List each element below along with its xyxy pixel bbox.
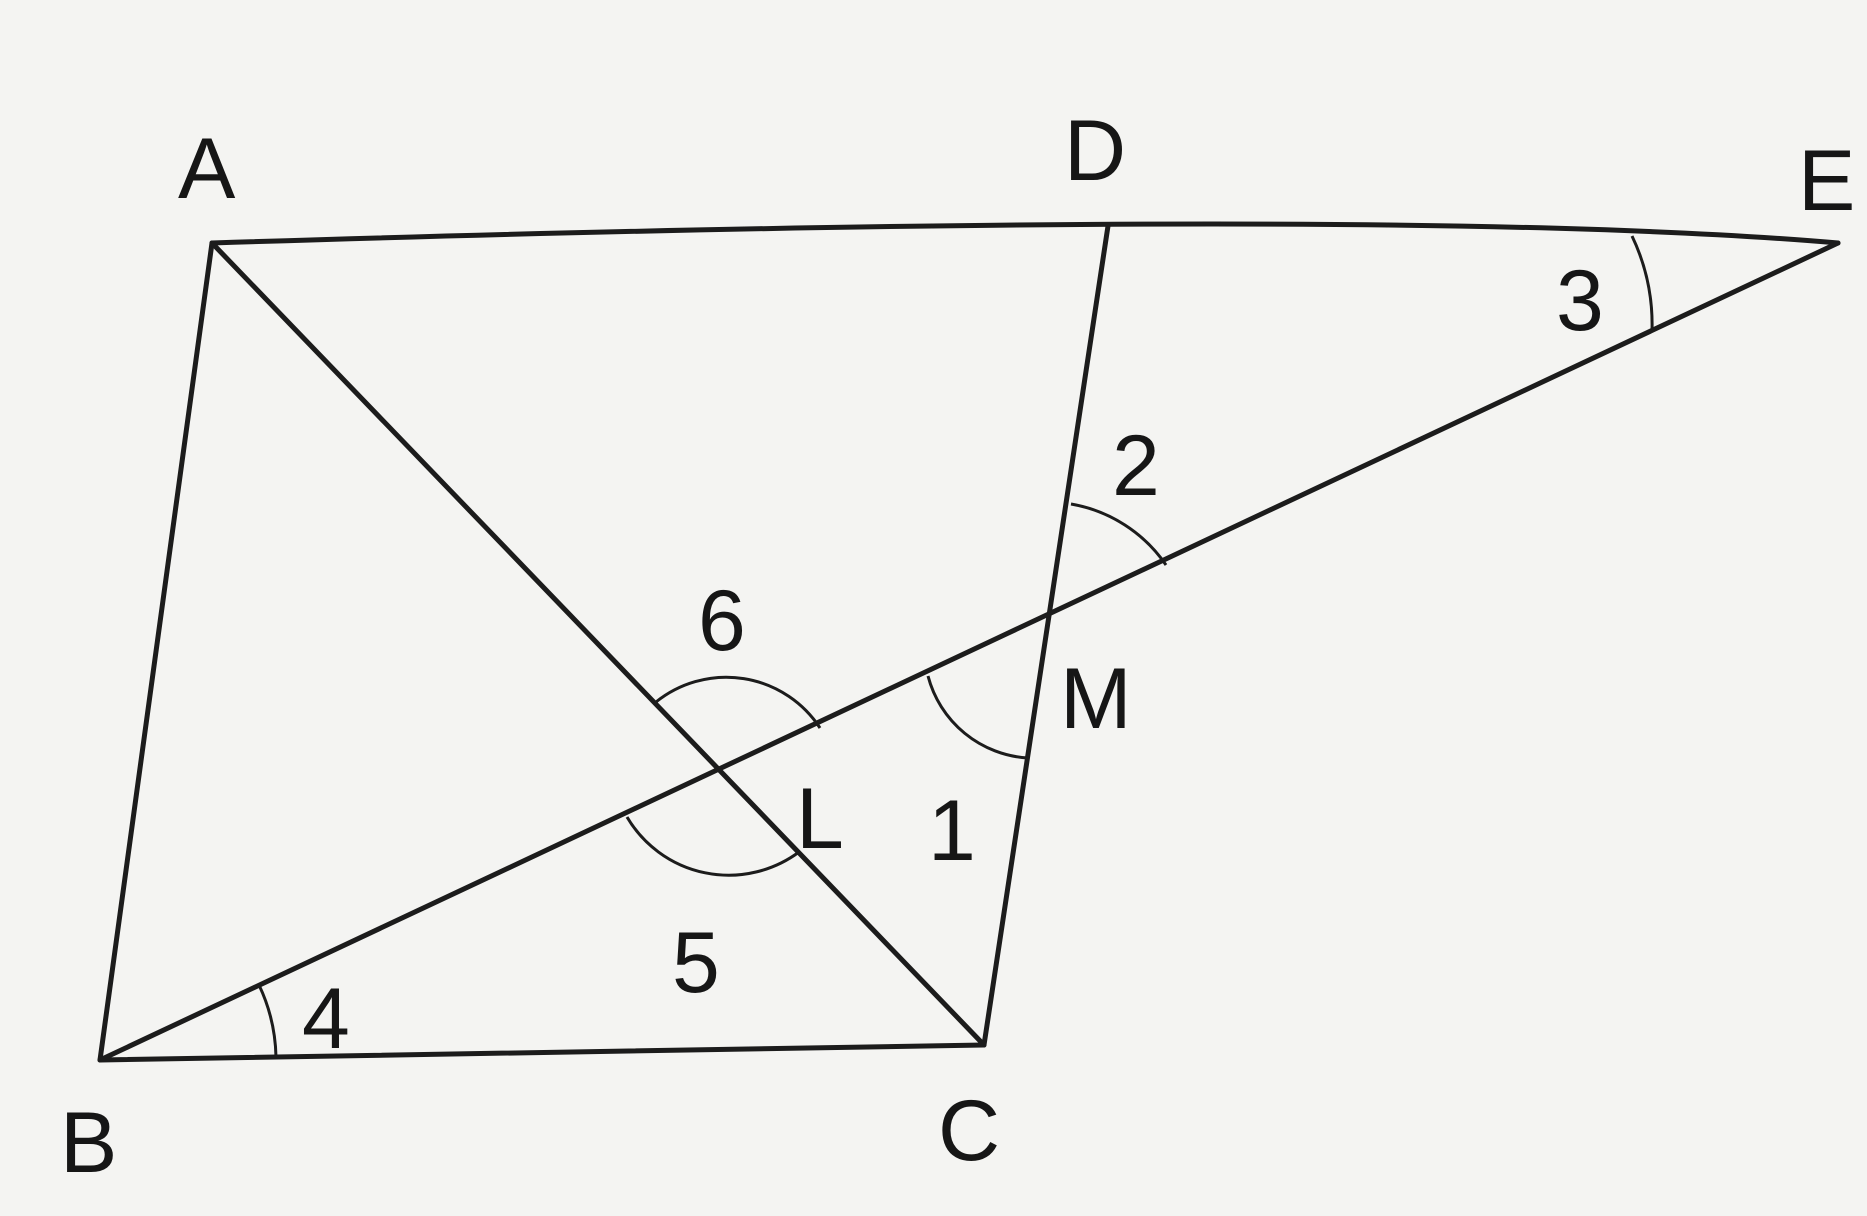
segments [97,221,1841,1063]
angle-label-3: 3 [1556,253,1604,349]
angle-arc-4 [257,984,278,1058]
angle-arc-1 [926,675,1029,760]
angle-label-4: 4 [302,971,350,1067]
point-label-l: L [796,771,844,867]
angle-arc-2 [1070,502,1168,566]
segment-ab [97,240,215,1063]
segment-ade [209,221,1841,246]
angle-arc-5 [625,816,800,877]
angle-label-5: 5 [672,915,720,1011]
angle-arc-6 [655,675,822,729]
point-label-b: B [60,1095,117,1191]
angle-label-6: 6 [698,573,746,669]
segment-be [97,240,1841,1063]
point-label-c: C [938,1083,1000,1179]
angle-label-1: 1 [928,783,976,879]
point-label-a: A [178,121,236,217]
point-label-e: E [1798,133,1855,229]
angle-label-2: 2 [1112,418,1160,514]
segment-bc [97,1042,987,1063]
point-label-m: M [1060,651,1132,747]
angle-arc-3 [1630,235,1654,332]
angle-arcs [257,235,1654,1058]
point-labels: A D E B C M L [60,103,1855,1191]
segment-ac [209,240,987,1048]
segment-cd [981,223,1111,1048]
point-label-d: D [1064,103,1126,199]
angle-labels: 1 2 3 4 5 6 [302,253,1604,1067]
